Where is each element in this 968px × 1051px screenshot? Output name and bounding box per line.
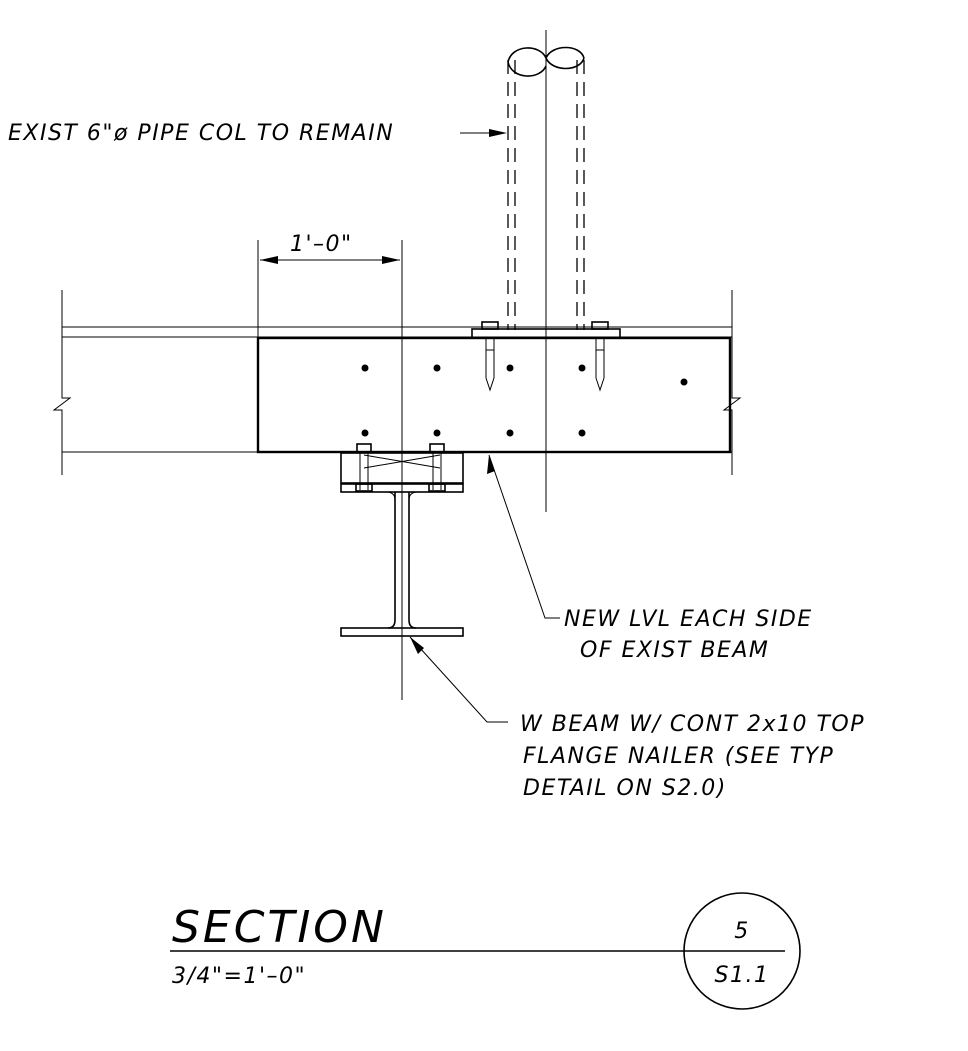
scale-label: 3/4"=1'–0" xyxy=(172,964,306,989)
lvl-nails xyxy=(361,364,688,437)
lvl-label-line1: NEW LVL EACH SIDE xyxy=(564,607,813,632)
column-base-plate xyxy=(471,321,621,392)
right-break-line xyxy=(722,290,742,475)
w-beam xyxy=(340,240,464,700)
pipe-column-label: EXIST 6"ø PIPE COL TO REMAIN xyxy=(8,121,394,146)
detail-callout-circle xyxy=(683,892,801,1010)
dimension-label: 1'–0" xyxy=(290,232,353,257)
left-break-line xyxy=(52,290,72,475)
wbeam-label-line1: W BEAM W/ CONT 2x10 TOP xyxy=(520,712,865,737)
lvl-leader xyxy=(487,454,560,619)
dimension-1ft xyxy=(257,240,400,338)
section-title: SECTION xyxy=(172,902,387,953)
sheet-number: S1.1 xyxy=(715,963,770,988)
existing-beam xyxy=(52,290,742,475)
wbeam-leader xyxy=(409,636,508,723)
wbeam-label-line3: DETAIL ON S2.0) xyxy=(523,776,727,801)
lvl-label-line2: OF EXIST BEAM xyxy=(580,638,769,663)
detail-number: 5 xyxy=(734,919,750,944)
pipe-column-leader xyxy=(460,129,507,137)
pipe-column xyxy=(507,30,585,512)
wbeam-label-line2: FLANGE NAILER (SEE TYP xyxy=(523,744,834,769)
